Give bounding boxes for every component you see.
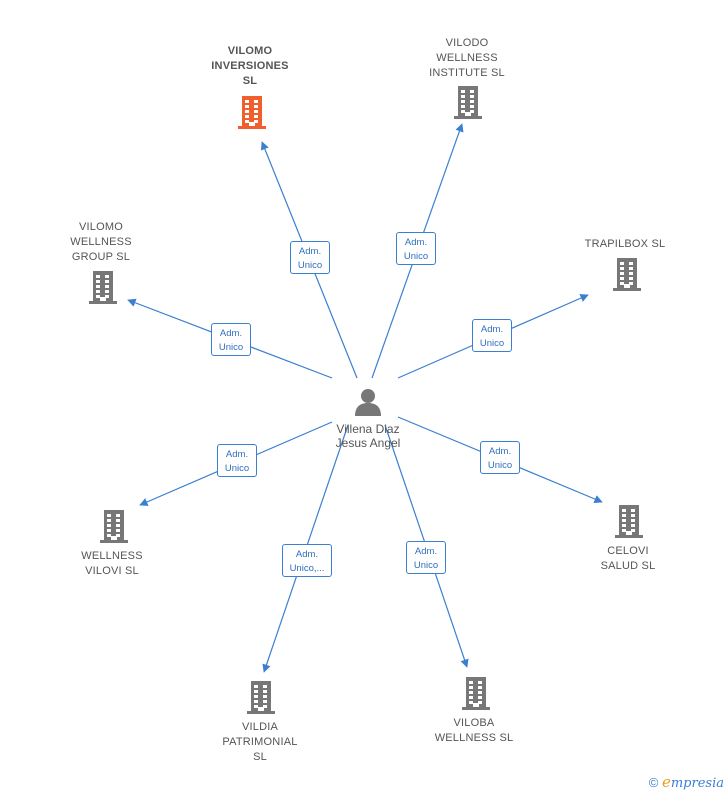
company-label-vilodo-wellness-institute[interactable]: VILODO WELLNESS INSTITUTE SL [429,37,505,79]
role-badge-vilomo-inversiones[interactable]: Adm. Unico [290,241,330,274]
building-icon[interactable] [99,509,129,543]
copyright-symbol: © [648,775,659,790]
role-badge-celovi-salud[interactable]: Adm. Unico [480,441,520,474]
person-icon [355,389,381,416]
role-badge-wellness-vilovi[interactable]: Adm. Unico [217,444,257,477]
brand-logo-initial: e [661,773,671,791]
brand-logo-text: mpresia [670,776,724,791]
role-badge-viloba-wellness[interactable]: Adm. Unico [406,541,446,574]
role-badge-vilodo-wellness-institute[interactable]: Adm. Unico [396,232,436,265]
role-badge-vildia-patrimonial[interactable]: Adm. Unico,... [282,544,332,577]
company-label-trapilbox[interactable]: TRAPILBOX SL [584,238,666,250]
company-label-viloba-wellness[interactable]: VILOBA WELLNESS SL [434,717,514,744]
building-icon[interactable] [461,676,491,710]
person-name: Villena Diaz Jesus Angel [335,422,401,450]
role-badge-vilomo-wellness-group[interactable]: Adm. Unico [211,323,251,356]
company-label-vilomo-wellness-group[interactable]: VILOMO WELLNESS GROUP SL [70,221,132,263]
building-icon[interactable] [614,504,644,538]
role-badge-trapilbox[interactable]: Adm. Unico [472,319,512,352]
building-icon[interactable] [88,270,118,304]
building-icon[interactable] [246,680,276,714]
company-label-vildia-patrimonial[interactable]: VILDIA PATRIMONIAL SL [222,721,298,763]
building-icon[interactable] [453,85,483,119]
person-node[interactable] [352,386,384,418]
building-icon[interactable] [237,95,267,129]
brand-footer[interactable]: © empresia [649,773,724,791]
company-label-wellness-vilovi[interactable]: WELLNESS VILOVI SL [81,550,143,577]
company-label-vilomo-inversiones[interactable]: VILOMO INVERSIONES SL [211,45,289,87]
company-label-celovi-salud[interactable]: CELOVI SALUD SL [600,545,656,572]
building-icon[interactable] [612,257,642,291]
